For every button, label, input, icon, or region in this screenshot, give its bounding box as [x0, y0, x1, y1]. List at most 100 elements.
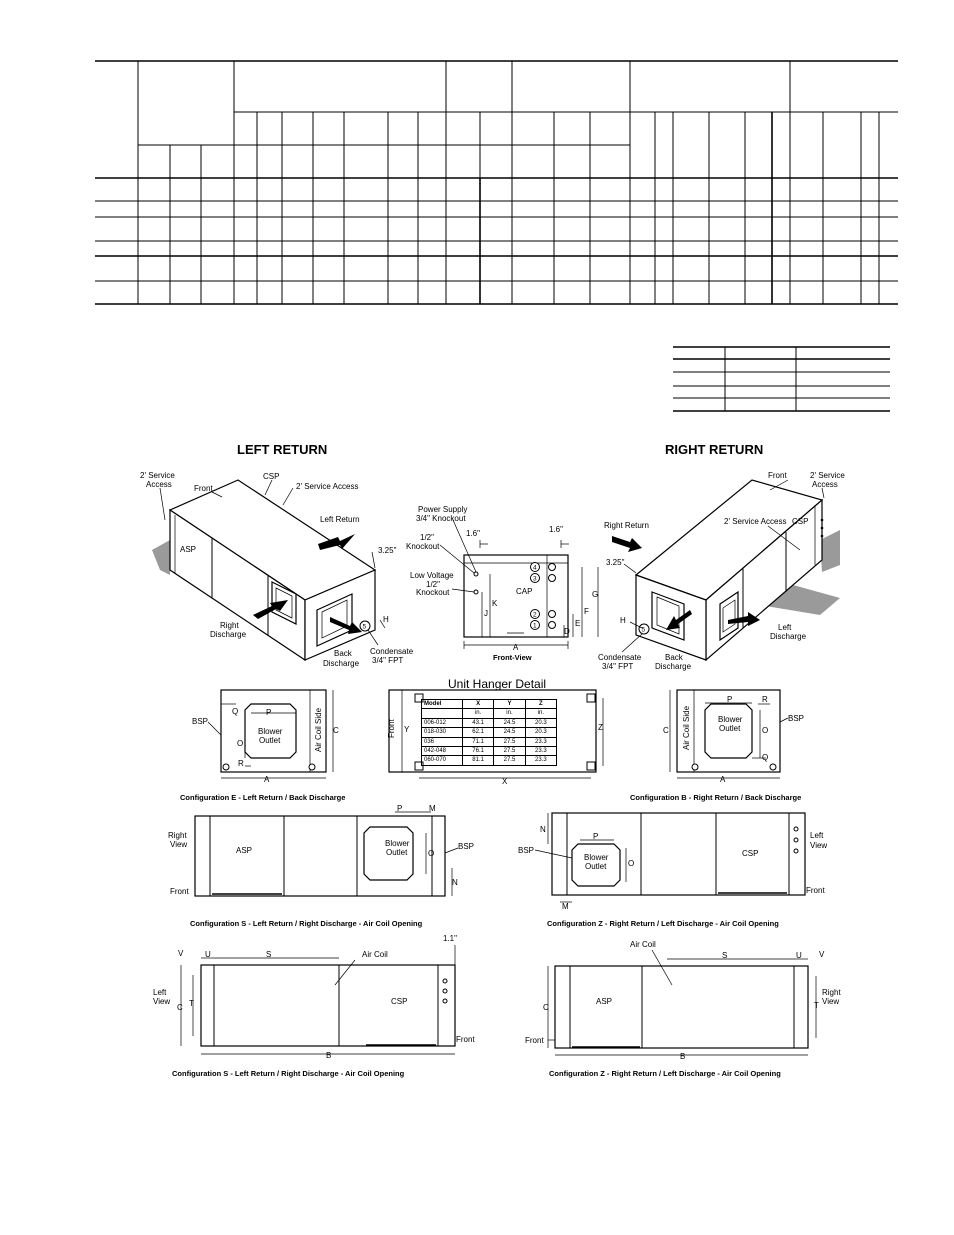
svg-text:Condensate: Condensate [370, 647, 414, 656]
svg-text:Outlet: Outlet [585, 862, 607, 871]
hanger-table-cell: 20.3 [534, 729, 547, 736]
svg-text:Q: Q [232, 707, 238, 716]
svg-text:O: O [762, 726, 768, 735]
svg-text:O: O [428, 849, 434, 858]
svg-text:Front: Front [768, 471, 787, 480]
svg-text:M: M [429, 804, 436, 813]
hanger-table-cell: Y [494, 700, 526, 709]
hanger-table-cell: in. [494, 709, 526, 718]
config-e-caption: Configuration E - Left Return / Back Dis… [180, 793, 345, 802]
svg-text:BSP: BSP [788, 714, 804, 723]
hanger-table-cell: 81.1 [463, 756, 495, 765]
svg-text:View: View [822, 997, 839, 1006]
svg-text:ASP: ASP [236, 846, 252, 855]
back-discharge-arrow [330, 617, 362, 634]
svg-text:V: V [819, 950, 825, 959]
svg-text:Left Return: Left Return [320, 515, 360, 524]
svg-text:R: R [762, 695, 768, 704]
svg-text:Blower: Blower [718, 715, 743, 724]
hanger-table-cell: in. [537, 710, 544, 717]
return-titles: LEFT RETURN RIGHT RETURN [237, 442, 763, 457]
svg-text:Air Coil Side: Air Coil Side [682, 705, 691, 750]
svg-text:S: S [266, 950, 271, 959]
right-return-arrow [612, 536, 642, 552]
svg-text:Knockout: Knockout [416, 588, 450, 597]
svg-text:Discharge: Discharge [323, 659, 360, 668]
right-return-isometric: 5 Front 2' Service Access 2' Service Acc… [598, 471, 845, 671]
hanger-table-cell: 20.3 [534, 719, 547, 726]
right-discharge-arrow [253, 600, 288, 619]
svg-text:2' Service Access: 2' Service Access [296, 482, 358, 491]
config-z-bottom-diagram: Air Coil S U V C ASP Right View T Front … [525, 940, 841, 1078]
hanger-table-cell: 24.5 [494, 728, 526, 737]
callout-5-icon [638, 623, 650, 635]
connection-1-icon [530, 620, 540, 630]
svg-text:Left: Left [810, 831, 824, 840]
config-s-bottom-diagram: V U S Air Coil 1.1" Left View C T CSP Fr… [153, 934, 475, 1078]
svg-text:Q: Q [762, 753, 768, 762]
svg-text:2' Service: 2' Service [140, 471, 175, 480]
svg-text:View: View [810, 841, 827, 850]
hanger-table-cell: Model [422, 700, 463, 709]
hanger-table-cell: X [463, 700, 495, 709]
hanger-table-cell: 27.5 [494, 737, 526, 746]
svg-text:Access: Access [812, 480, 838, 489]
svg-text:Outlet: Outlet [719, 724, 741, 733]
hanger-table-cell: Z [539, 701, 543, 707]
hanger-table-cell: 43.1 [463, 718, 495, 728]
hanger-table-cell [422, 709, 463, 718]
left-discharge-arrow [728, 612, 760, 626]
dimension-table-grid [95, 60, 898, 305]
svg-text:1/2": 1/2" [426, 580, 440, 589]
svg-text:Front: Front [456, 1035, 475, 1044]
svg-text:C: C [543, 1003, 549, 1012]
svg-text:CSP: CSP [391, 997, 407, 1006]
svg-text:3/4" FPT: 3/4" FPT [372, 656, 403, 665]
svg-text:Left: Left [153, 988, 167, 997]
hanger-table-cell: 006-012 [422, 718, 463, 728]
svg-text:N: N [540, 825, 546, 834]
hanger-table-cell: 76.1 [463, 746, 495, 756]
svg-text:P: P [266, 708, 271, 717]
hanger-table-cell: 24.5 [494, 718, 526, 728]
svg-text:U: U [205, 950, 211, 959]
svg-text:3: 3 [533, 576, 537, 583]
hanger-table-cell: 62.1 [463, 728, 495, 737]
svg-text:D: D [564, 627, 570, 636]
svg-text:Low Voltage: Low Voltage [410, 571, 454, 580]
svg-text:Right: Right [168, 831, 187, 840]
svg-text:A: A [264, 775, 270, 784]
svg-text:H: H [383, 615, 389, 624]
config-b-caption: Configuration B - Right Return / Back Di… [630, 793, 801, 802]
small-table-grid [673, 346, 890, 412]
hanger-table-cell: in. [463, 709, 495, 718]
config-s-top-caption: Configuration S - Left Return / Right Di… [190, 919, 423, 928]
connection-4-icon [530, 562, 540, 572]
svg-text:3.25": 3.25" [378, 546, 397, 555]
svg-text:3/4" FPT: 3/4" FPT [602, 662, 633, 671]
unit-hanger-diagram: Unit Hanger Detail Front Y Z X [387, 677, 604, 786]
svg-text:3.25": 3.25" [606, 558, 625, 567]
svg-text:O: O [237, 739, 243, 748]
svg-text:Back: Back [665, 653, 684, 662]
svg-text:C: C [663, 726, 669, 735]
config-z-bottom-caption: Configuration Z - Right Return / Left Di… [549, 1069, 781, 1078]
svg-text:Blower: Blower [584, 853, 609, 862]
svg-text:O: O [628, 859, 634, 868]
svg-text:Front: Front [525, 1036, 544, 1045]
svg-text:B: B [326, 1051, 331, 1060]
svg-text:P: P [397, 804, 402, 813]
callout-5-icon [359, 620, 371, 632]
svg-text:Air Coil Side: Air Coil Side [314, 707, 323, 752]
hanger-table-cell: 23.3 [534, 757, 547, 764]
svg-text:2: 2 [533, 612, 537, 619]
svg-text:Blower: Blower [385, 839, 410, 848]
back-discharge-arrow [666, 610, 692, 630]
svg-text:P: P [593, 832, 598, 841]
